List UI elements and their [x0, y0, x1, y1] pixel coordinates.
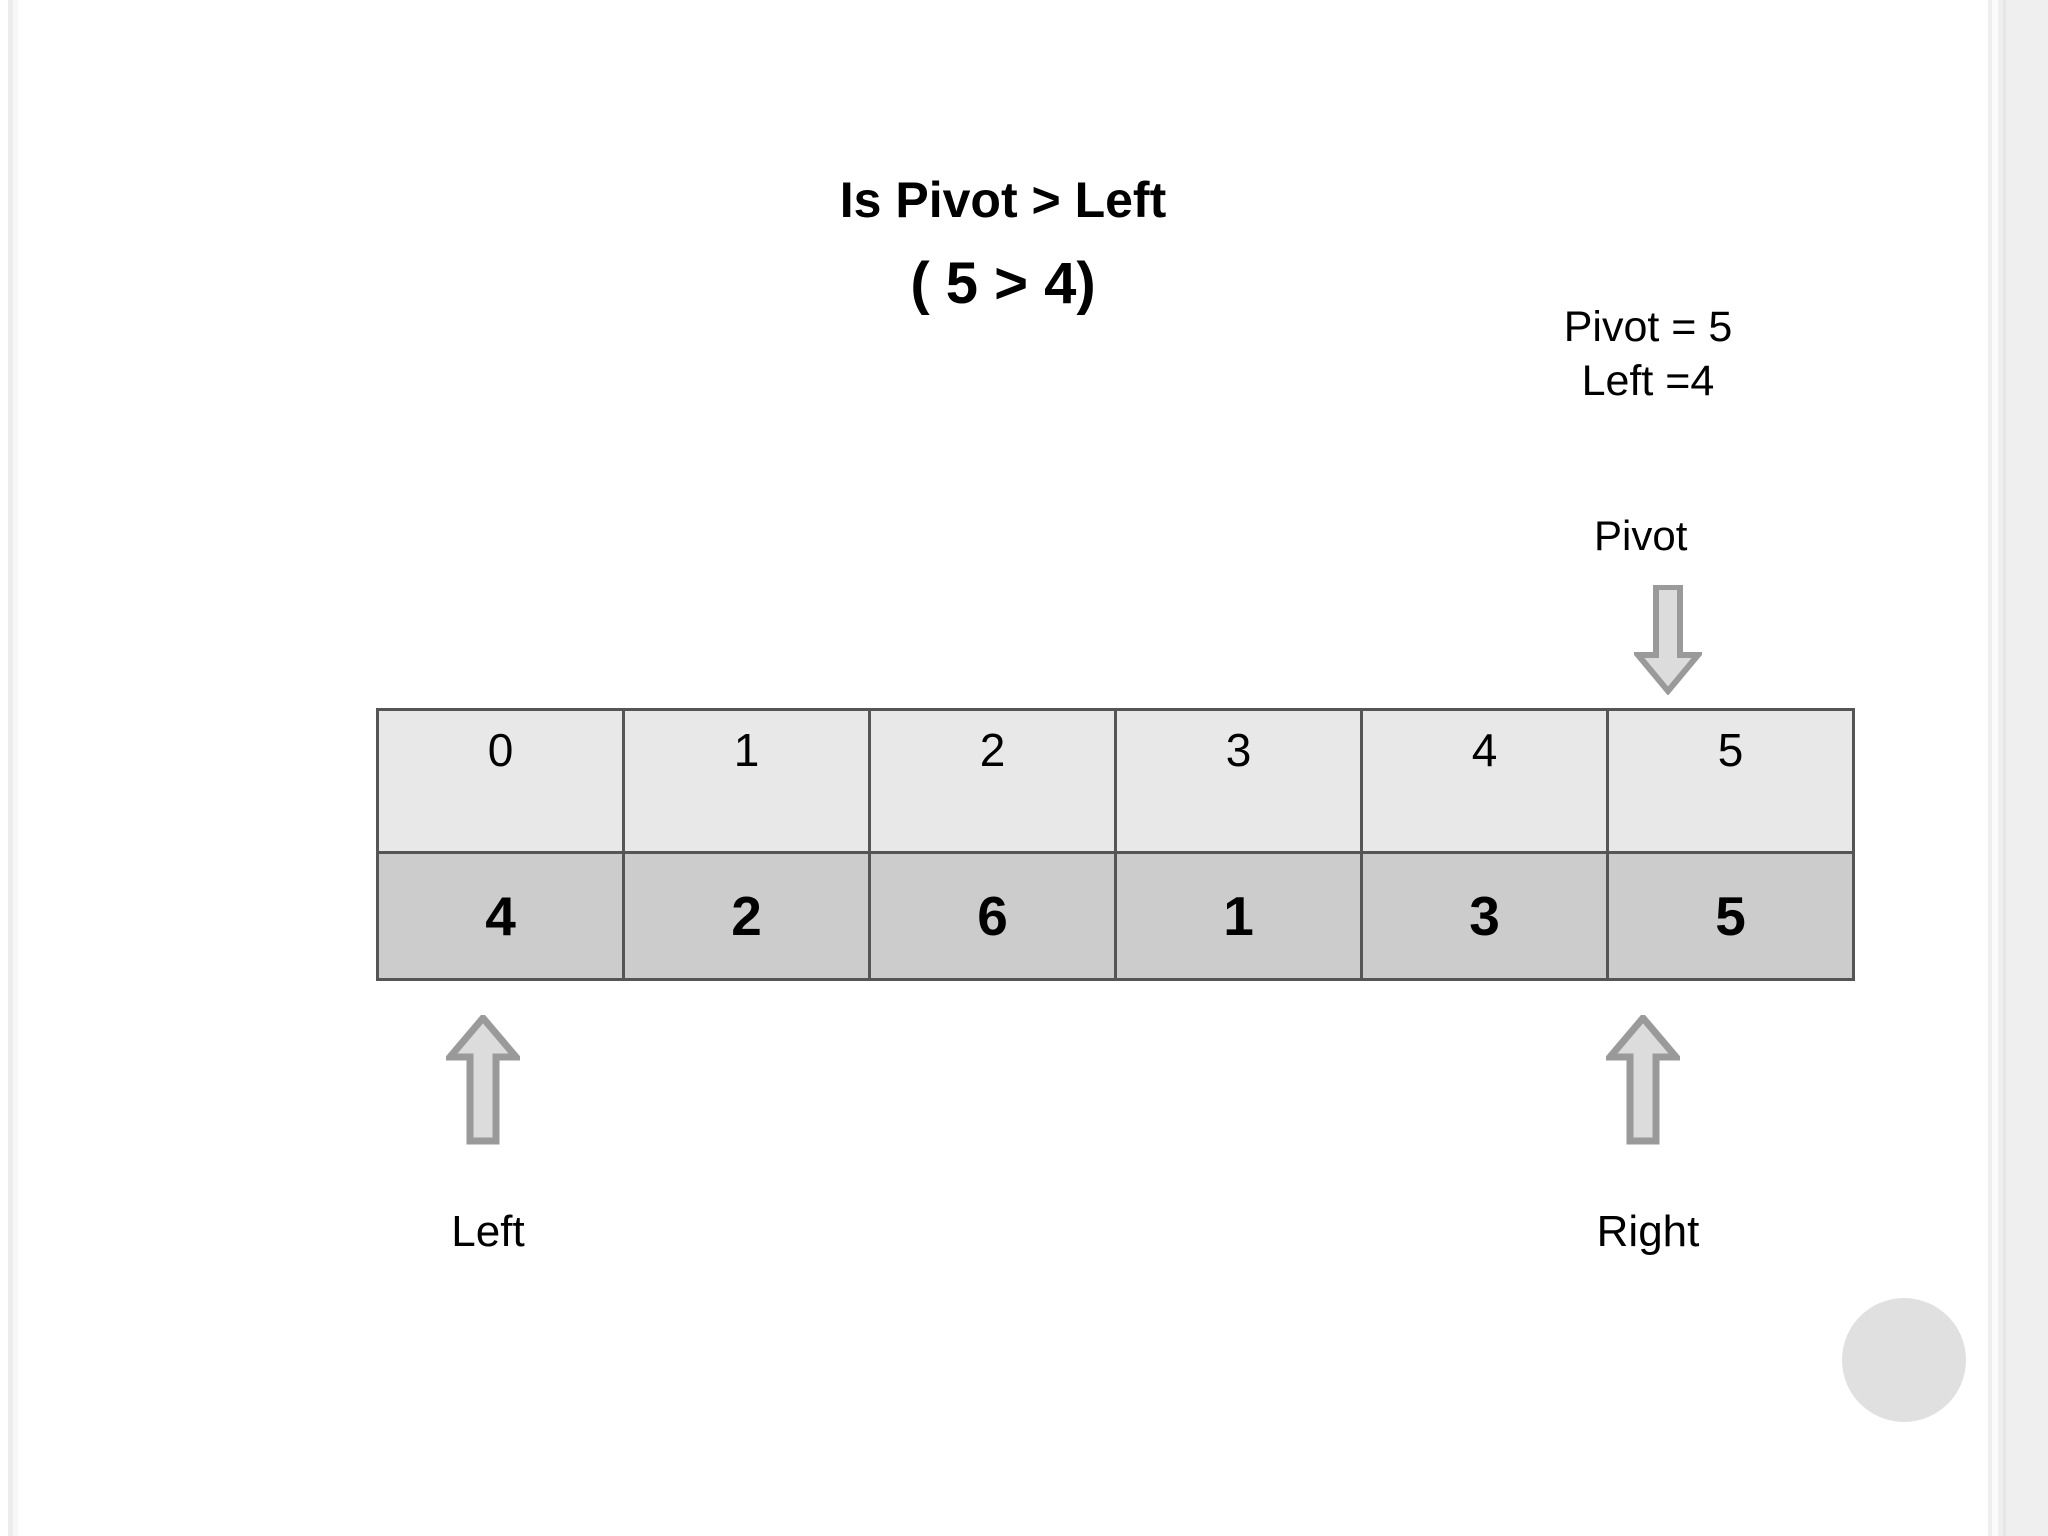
page-edge-right-gap — [1992, 0, 1998, 1536]
value-cell-2: 6 — [868, 851, 1117, 981]
page-margin-left — [0, 0, 8, 1536]
page-title: Is Pivot > Left — [839, 172, 1167, 228]
right-pointer-label: Right — [1596, 1207, 1700, 1256]
scrollbar-divider — [2003, 0, 2006, 1536]
page-edge-left-inner — [13, 0, 18, 1536]
page-edge-right-line — [1988, 0, 1992, 1536]
value-cell-3: 1 — [1114, 851, 1363, 981]
up-arrow-icon — [1606, 1015, 1680, 1145]
comparison-expression: ( 5 > 4) — [910, 251, 1096, 316]
value-cell-5: 5 — [1606, 851, 1855, 981]
scrollbar-vertical[interactable] — [1998, 0, 2048, 1536]
up-arrow-icon — [446, 1015, 520, 1145]
value-cell-0: 4 — [376, 851, 625, 981]
index-cell-0: 0 — [376, 708, 625, 854]
index-cell-4: 4 — [1360, 708, 1609, 854]
index-cell-3: 3 — [1114, 708, 1363, 854]
down-arrow-icon — [1634, 585, 1702, 695]
left-pointer-label: Left — [451, 1207, 525, 1256]
table-row-index: 0 1 2 3 4 5 — [376, 708, 1855, 854]
left-value-text: Left =4 — [1581, 357, 1715, 406]
variables-panel: Pivot = 5 Left =4 — [1498, 300, 1798, 408]
array-table: 0 1 2 3 4 5 4 2 6 1 3 5 — [376, 708, 1855, 981]
pivot-pointer: Pivot — [1578, 512, 1798, 695]
index-cell-1: 1 — [622, 708, 871, 854]
table-row-values: 4 2 6 1 3 5 — [376, 851, 1855, 981]
index-cell-2: 2 — [868, 708, 1117, 854]
value-cell-4: 3 — [1360, 851, 1609, 981]
value-cell-1: 2 — [622, 851, 871, 981]
pivot-pointer-label: Pivot — [1594, 512, 1688, 559]
page-edge-left-line — [8, 0, 13, 1536]
index-cell-5: 5 — [1606, 708, 1855, 854]
slide-canvas: Is Pivot > Left ( 5 > 4) Pivot = 5 Left … — [18, 0, 1988, 1536]
circle-shape — [1842, 1298, 1966, 1422]
pivot-value-text: Pivot = 5 — [1563, 303, 1733, 351]
